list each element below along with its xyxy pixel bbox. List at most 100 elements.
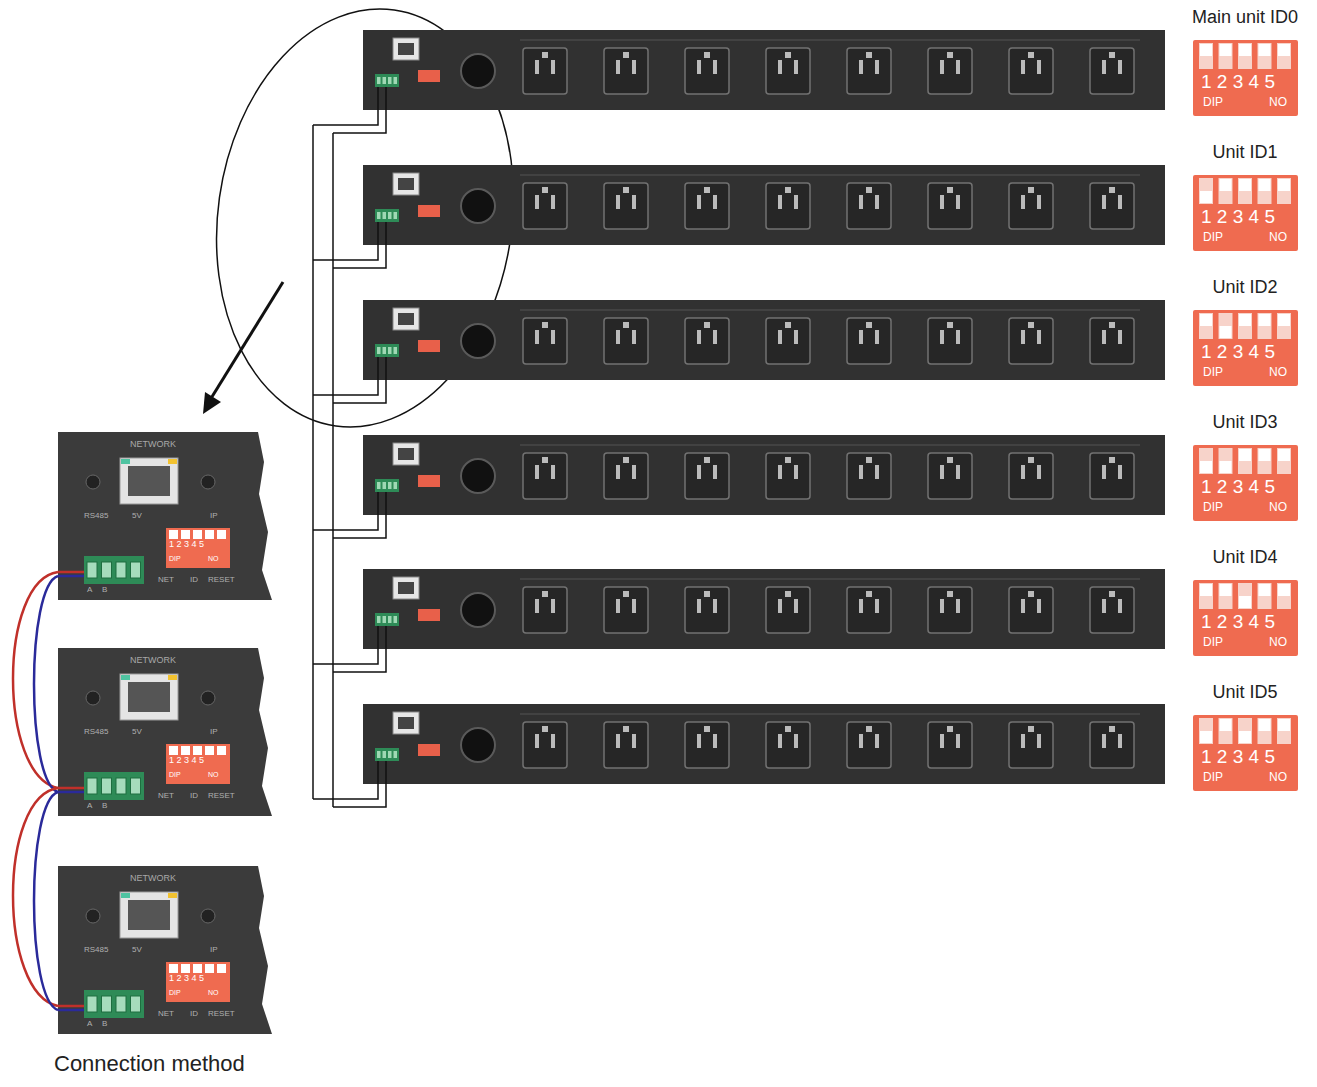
drawing-part (1219, 178, 1233, 204)
bus-wire (313, 222, 378, 260)
switch-numbers: 1 2 3 4 5 (1201, 612, 1275, 633)
panel-label: NO (208, 771, 219, 779)
panel-label: 5V (132, 728, 142, 737)
callout-arrowhead (203, 392, 221, 414)
drawing-part (875, 195, 879, 209)
drawing-part (794, 330, 798, 344)
panel-label: 5V (132, 512, 142, 521)
drawing-part (1037, 734, 1041, 748)
outlet (928, 722, 972, 768)
drawing-part (616, 599, 620, 613)
drawing-part (168, 893, 177, 898)
panel-label: B (102, 586, 107, 595)
panel-label: 1 2 3 4 5 (169, 974, 204, 984)
outlet (847, 318, 891, 364)
dip-toggle (1239, 449, 1251, 461)
drawing-part (394, 347, 398, 354)
drawing-part (128, 682, 170, 712)
drawing-part (875, 60, 879, 74)
drawing-part (794, 60, 798, 74)
outlet (604, 318, 648, 364)
drawing-part (1258, 43, 1272, 69)
drawing-part (128, 900, 170, 930)
drawing-part (394, 751, 398, 758)
drawing-part (785, 457, 791, 463)
drawing-part (623, 187, 629, 193)
drawing-part (398, 43, 414, 55)
bus-wire (333, 87, 386, 133)
drawing-part (875, 734, 879, 748)
drawing-part (697, 599, 701, 613)
drawing-part (947, 52, 953, 58)
panel-label: B (102, 1020, 107, 1029)
outlet (1090, 48, 1134, 94)
breaker (461, 54, 495, 88)
outlet (523, 587, 567, 633)
panel-label: A (87, 586, 92, 595)
outlet (766, 722, 810, 768)
drawing-part (778, 195, 782, 209)
drawing-part (535, 465, 539, 479)
drawing-part (940, 195, 944, 209)
drawing-part (794, 195, 798, 209)
drawing-part (121, 675, 130, 680)
drawing-part (383, 616, 387, 623)
network-port (120, 674, 178, 720)
drawing-part (398, 717, 414, 729)
outlet (766, 453, 810, 499)
dip-toggles (1193, 175, 1298, 209)
dip-switch (166, 962, 230, 1002)
panel-label: DIP (169, 989, 181, 997)
drawing-part (947, 322, 953, 328)
drawing-part (1238, 313, 1252, 339)
dip-label: DIP (1203, 366, 1223, 379)
drawing-part (875, 599, 879, 613)
drawing-part (551, 330, 555, 344)
bus-wire (313, 87, 378, 125)
dip-switch-body: 1 2 3 4 5DIPNO (1193, 580, 1298, 656)
drawing-part (623, 52, 629, 58)
bus-wire (333, 761, 386, 807)
drawing-part (1238, 448, 1252, 474)
drawing-part (940, 734, 944, 748)
panel-body (58, 432, 272, 600)
dip-label: DIP (1203, 231, 1223, 244)
drawing-part (704, 187, 710, 193)
drawing-part (1277, 448, 1291, 474)
drawing-part (859, 60, 863, 74)
drawing-part (1219, 43, 1233, 69)
breaker (461, 593, 495, 627)
drawing-part (866, 322, 872, 328)
drawing-part (542, 726, 548, 732)
terminal-block (84, 990, 144, 1018)
drawing-part (542, 457, 548, 463)
drawing-part (704, 322, 710, 328)
drawing-part (697, 195, 701, 209)
breaker (461, 728, 495, 762)
dip-switch-body: 1 2 3 4 5DIPNO (1193, 445, 1298, 521)
drawing-part (1037, 599, 1041, 613)
drawing-part (794, 599, 798, 613)
drawing-part (193, 530, 202, 539)
bus-wire (313, 761, 378, 799)
on-label: NO (1269, 636, 1287, 649)
network-port (393, 308, 419, 330)
drawing-part (1277, 178, 1291, 204)
rs485-wire-pair (13, 572, 58, 792)
outlet (523, 453, 567, 499)
drawing-part (940, 599, 944, 613)
drawing-part (542, 52, 548, 58)
drawing-part (1021, 465, 1025, 479)
drawing-part (217, 530, 226, 539)
drawing-part (1118, 734, 1122, 748)
outlet (847, 48, 891, 94)
panel-label: A (87, 802, 92, 811)
drawing-part (1199, 583, 1213, 609)
outlet (523, 318, 567, 364)
drawing-part (520, 445, 1140, 446)
drawing-part (632, 60, 636, 74)
drawing-part (542, 322, 548, 328)
outlet (685, 48, 729, 94)
drawing-part (377, 751, 381, 758)
